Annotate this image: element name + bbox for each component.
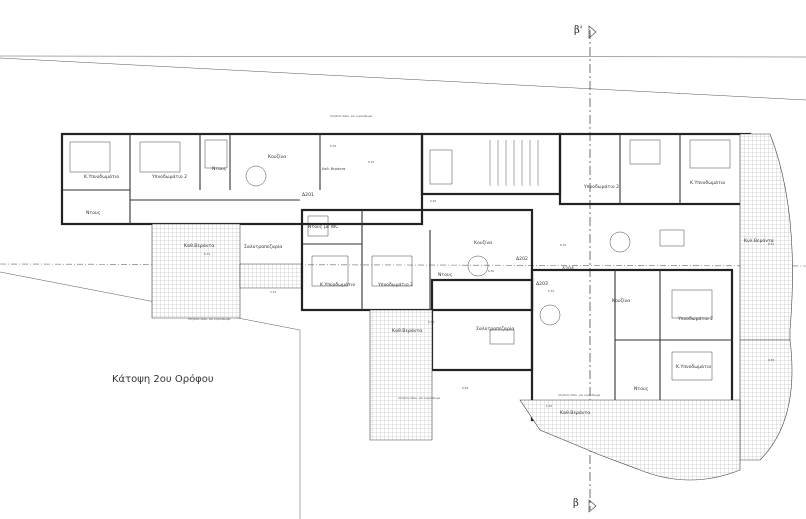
room-label-balcony-3: Κυλ.Βεράντα (744, 237, 774, 244)
level-8: 6,35 (548, 289, 554, 293)
note-2: στηθαίο 20εκ. και κιγκλίδωμα (398, 396, 440, 400)
room-label-living-2: Σαλοτραπεζαρία (476, 325, 514, 332)
level-4: 6,30 (430, 199, 436, 203)
room-label-balcony-2: Καθ.Βεράντα (392, 327, 422, 334)
room-label-shower-1: Ντους (212, 166, 227, 172)
level-5: 6,34 (428, 320, 434, 324)
room-label-master-bedroom-4: Κ.Υπνοδωμάτιο (676, 363, 711, 370)
level-7: 6,35 (560, 243, 566, 247)
room-label-shower-2: Ντους (86, 210, 101, 216)
apartment-a203 (558, 132, 752, 253)
room-label-shower-3: Ντους (438, 272, 453, 278)
level-1: 6,30 (330, 144, 336, 148)
living-central (369, 278, 534, 441)
room-label-balcony-small: Καθ. Βεράντα (322, 167, 346, 171)
apartment-code-a201: Δ201 (302, 192, 314, 198)
room-label-kitchen-3: Κουζίνα (612, 297, 630, 304)
level-2: 6,35 (368, 160, 374, 164)
note-1: στηθαίο 20εκ. και κιγκλίδωμα (188, 317, 230, 321)
apartment-code-a203: Δ203 (536, 281, 548, 287)
stair-core (420, 132, 562, 196)
room-label-bedroom2-1: Υπνοδωμάτιο 2 (151, 173, 187, 180)
section-label-top: β' (574, 25, 583, 36)
room-label-master-bedroom-3: Κ.Υπνοδωμάτιο (690, 179, 725, 186)
room-label-shower-wc: Ντους με WC (308, 224, 338, 230)
room-label-master-bedroom-1: Κ.Υπνοδωμάτιο (84, 173, 119, 180)
section-label-bottom: β (573, 498, 579, 509)
balcony-left (151, 223, 303, 319)
note-3: στηθαίο 20εκ. και κιγκλίδωμα (558, 393, 600, 397)
room-label-bedroom2-4: Υπνοδωμάτιο 2 (677, 315, 713, 322)
room-label-kitchen-1: Κουζίνα (268, 153, 286, 160)
apartment-code-a202: Δ202 (516, 256, 528, 262)
room-label-kitchen-2: Κουζίνα (474, 239, 492, 246)
balcony-right (519, 133, 793, 481)
room-label-bedroom2-2: Υπνοδωμάτιο 2 (377, 281, 413, 288)
level-markers: 6,30 6,35 6,31 6,30 6,34 6,30 6,35 6,35 … (204, 144, 774, 408)
apartment-a204 (530, 268, 734, 422)
note-4: στηθαίο 20εκ. και κιγκλίδωμα (330, 114, 372, 118)
plan-title: Κάτοψη 2ου Ορόφου (112, 373, 214, 385)
room-label-master-bedroom-2: Κ.Υπνοδωμάτιο (320, 281, 355, 288)
level-3: 6,31 (204, 252, 210, 256)
level-6: 6,30 (488, 269, 494, 273)
apartment-code-a204: Δ204 (562, 266, 574, 272)
level-10: 6,30 (546, 404, 552, 408)
room-label-shower-4: Ντους (634, 386, 649, 392)
room-label-balcony-1: Καθ.Βεράντα (184, 242, 214, 249)
level-11: 6,31 (768, 242, 774, 246)
level-9: 6,30 (462, 386, 468, 390)
level-12: 6,35 (768, 358, 774, 362)
room-label-living-1: Σαλοτραπεζαρία (244, 243, 282, 250)
site-boundary (0, 55, 806, 519)
level-13: 3,15 (270, 290, 276, 294)
room-label-bedroom2-3: Υπνοδωμάτιο 2 (583, 183, 619, 190)
room-label-balcony-4: Καθ.Βεράντα (560, 409, 590, 416)
